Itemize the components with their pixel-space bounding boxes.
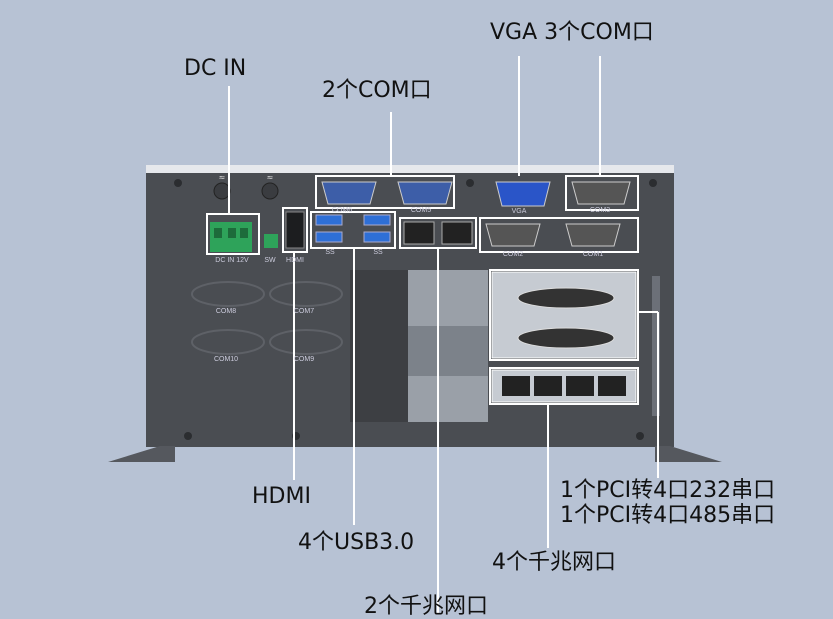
com3-label: COM3 [590,207,610,214]
screw-icon [174,179,182,187]
wifi-symbol-icon: ≈ [267,173,274,182]
leader-lines [228,56,659,614]
com2-label: COM2 [503,251,523,258]
com7-label: COM7 [294,308,314,315]
com8-outline [191,281,265,307]
com6-port [321,181,377,205]
usb-port [363,214,391,226]
hdmi-panel-label: HDMI [286,257,304,264]
com3-port [571,181,631,205]
lan-port [502,376,530,396]
com5-port [397,181,453,205]
lan-port [598,376,626,396]
lan-port [441,221,473,245]
lan-port [534,376,562,396]
com2-port [485,223,541,247]
screw-icon [636,432,644,440]
wifi-symbol-icon: ≈ [219,173,226,182]
callout-pci-232: 1个PCI转4口232串口 [560,478,776,503]
com7-outline [269,281,343,307]
com6-label: COM6 [332,207,352,214]
vga-port [495,181,551,207]
usb-port [315,231,343,243]
callout-vga-com: VGA 3个COM口 [490,20,654,45]
callout-4-lan: 4个千兆网口 [492,550,616,575]
mounting-foot-right [655,446,722,462]
pci-slot-cover [350,270,408,422]
callout-2-lan: 2个千兆网口 [364,594,488,619]
usb-port [315,214,343,226]
lan-port [403,221,435,245]
usb-port [363,231,391,243]
com10-outline [191,329,265,355]
mounting-foot-left [108,446,175,462]
chassis-top-rim [146,165,674,175]
com5-label: COM5 [411,207,431,214]
screw-icon [466,179,474,187]
db37-connector [517,287,615,309]
vga-label: VGA [512,208,527,215]
dcin-label: DC IN 12V [215,257,249,264]
callout-hdmi: HDMI [252,484,311,509]
com9-outline [269,329,343,355]
wifi-antenna-icon [261,182,279,200]
screw-icon [184,432,192,440]
com1-label: COM1 [583,251,603,258]
com8-label: COM8 [216,308,236,315]
sw-label: SW [264,257,276,264]
wifi-antenna-icon [213,182,231,200]
usb-ss-label: SS [325,249,335,256]
callout-usb: 4个USB3.0 [298,530,415,555]
screw-icon [649,179,657,187]
switch-terminal [264,234,278,248]
com1-port [565,223,621,247]
com10-label: COM10 [214,356,238,363]
callout-dc-in: DC IN [184,56,247,81]
com9-label: COM9 [294,356,314,363]
callout-pci-485: 1个PCI转4口485串口 [560,503,776,528]
callout-2-com: 2个COM口 [322,78,432,103]
usb-ss-label: SS [373,249,383,256]
hdmi-port [285,211,305,249]
db37-connector [517,327,615,349]
lan-port [566,376,594,396]
side-rail [652,276,660,416]
